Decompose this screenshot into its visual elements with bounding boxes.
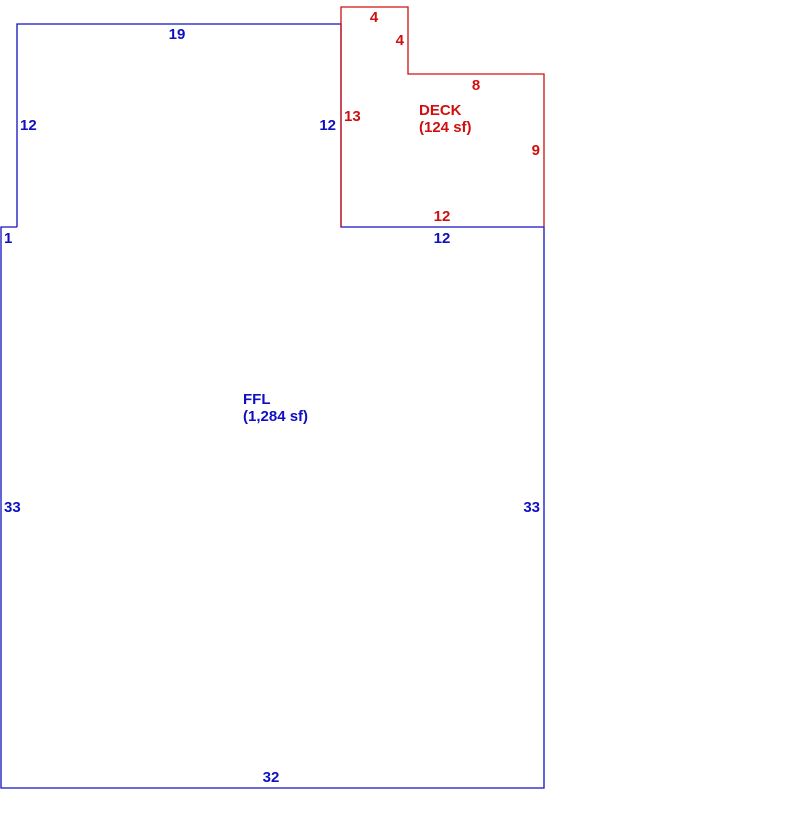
deck-dim-bottom: 12 bbox=[434, 208, 451, 225]
ffl-dim-left-upper: 12 bbox=[20, 117, 37, 134]
deck-outline bbox=[340, 6, 545, 227]
ffl-dim-inner-right: 12 bbox=[319, 117, 336, 134]
ffl-dim-top: 19 bbox=[169, 26, 186, 43]
ffl-area-label: (1,284 sf) bbox=[243, 408, 308, 425]
deck-dim-right: 9 bbox=[532, 142, 540, 159]
deck-dim-upper-right: 8 bbox=[472, 77, 480, 94]
deck-name-label: DECK bbox=[419, 102, 462, 119]
deck-dim-top: 4 bbox=[370, 9, 379, 26]
deck-dim-left: 13 bbox=[344, 108, 361, 125]
ffl-dim-left-lower: 33 bbox=[4, 499, 21, 516]
deck-area-label: (124 sf) bbox=[419, 119, 472, 136]
ffl-dim-bottom: 32 bbox=[263, 769, 280, 786]
ffl-outline bbox=[0, 23, 545, 789]
deck-dim-notch-side: 4 bbox=[396, 32, 405, 49]
ffl-name-label: FFL bbox=[243, 391, 271, 408]
ffl-dim-deck-bottom: 12 bbox=[434, 230, 451, 247]
ffl-dim-left-step: 1 bbox=[4, 230, 12, 247]
ffl-dim-right: 33 bbox=[523, 499, 540, 516]
